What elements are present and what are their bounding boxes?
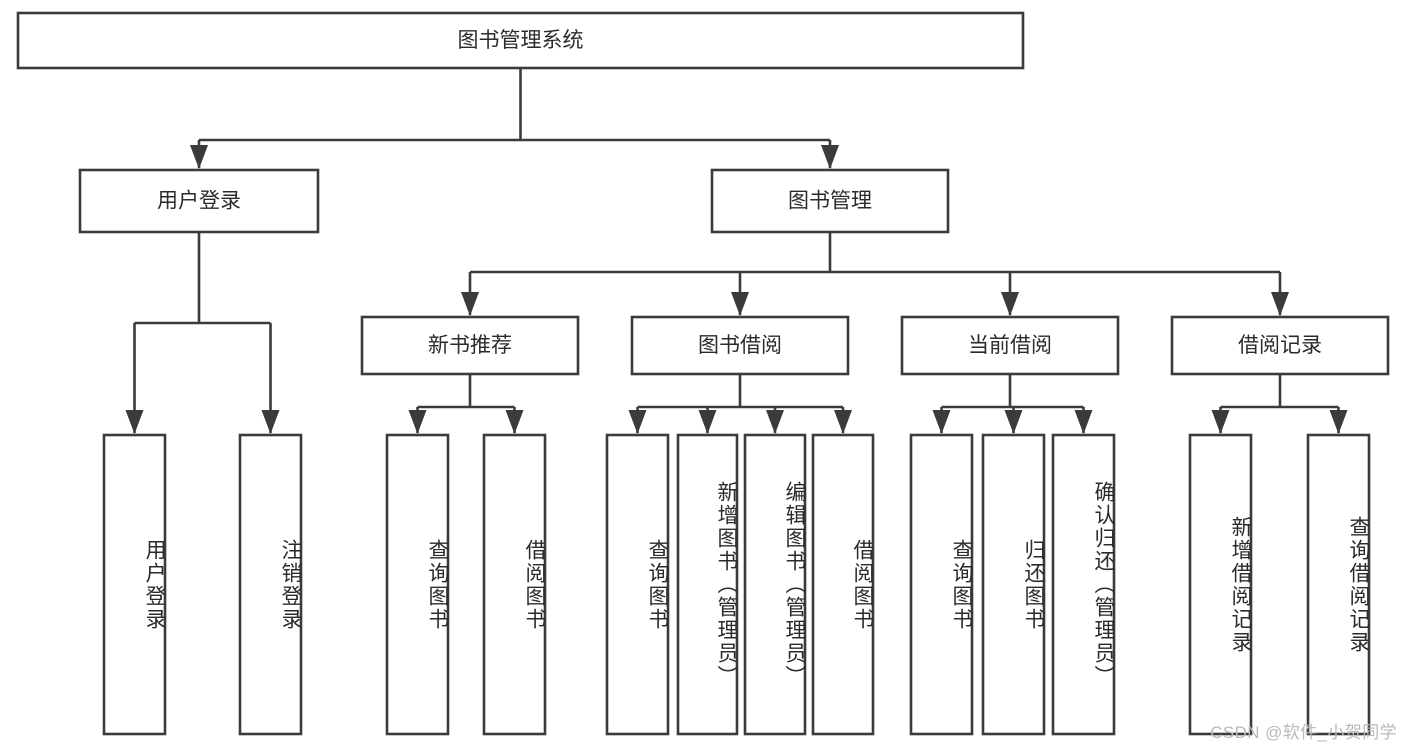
arrow-head-icon-leaf-bb-add: [698, 410, 717, 434]
arrow-head-icon-leaf-nb-query: [408, 410, 427, 434]
node-box-book-borrow[interactable]: [630, 315, 850, 376]
arrow-head-icon-leaf-br-query: [1329, 410, 1348, 434]
node-label-new-book-recommend: 新书推荐: [428, 334, 512, 357]
arrow-head-icon-leaf-cb-query: [932, 410, 951, 434]
node-label-root: 图书管理系统: [458, 29, 584, 52]
arrow-head-icon-leaf-nb-borrow: [505, 410, 524, 434]
connector-layer: [125, 68, 1348, 434]
node-label-user-login: 用户登录: [157, 190, 241, 213]
arrow-head-icon-leaf-cb-confirm: [1074, 410, 1093, 434]
node-box-leaf-cb-query[interactable]: [909, 433, 974, 736]
arrow-head-icon-leaf-user-logout: [261, 410, 280, 434]
node-box-leaf-cb-confirm[interactable]: [1051, 433, 1116, 736]
arrow-head-icon-new-book-recommend: [461, 292, 479, 316]
node-box-leaf-br-add[interactable]: [1188, 433, 1253, 736]
node-box-layer: [16, 11, 1390, 736]
node-box-leaf-bb-query[interactable]: [605, 433, 670, 736]
node-box-leaf-cb-return[interactable]: [981, 433, 1046, 736]
node-box-leaf-bb-edit[interactable]: [743, 433, 807, 736]
node-box-leaf-user-logout[interactable]: [238, 433, 303, 736]
node-label-book-borrow: 图书借阅: [698, 334, 782, 357]
node-box-book-management[interactable]: [710, 168, 950, 234]
node-label-borrow-records: 借阅记录: [1238, 334, 1322, 357]
arrow-head-icon-leaf-br-add: [1211, 410, 1230, 434]
node-label-current-borrow: 当前借阅: [968, 334, 1052, 357]
node-box-leaf-bb-add[interactable]: [676, 433, 739, 736]
node-box-leaf-nb-borrow[interactable]: [482, 433, 547, 736]
watermark: CSDN @软件_小贺同学: [1210, 723, 1397, 742]
node-box-new-book-recommend[interactable]: [360, 315, 580, 376]
arrow-head-icon-current-borrow: [1001, 292, 1019, 316]
node-box-borrow-records[interactable]: [1170, 315, 1390, 376]
arrow-head-icon-leaf-user-login: [125, 410, 144, 434]
node-box-leaf-nb-query[interactable]: [385, 433, 450, 736]
node-box-leaf-user-login[interactable]: [102, 433, 167, 736]
node-box-leaf-br-query[interactable]: [1306, 433, 1371, 736]
arrow-head-icon-leaf-bb-query: [628, 410, 647, 434]
arrow-head-icon-book-borrow: [731, 292, 749, 316]
arrow-head-icon-leaf-cb-return: [1004, 410, 1023, 434]
arrow-head-icon-borrow-records: [1271, 292, 1289, 316]
arrow-head-icon-user-login: [190, 145, 208, 169]
arrow-head-icon-leaf-bb-edit: [766, 410, 784, 434]
node-box-root[interactable]: [16, 11, 1025, 70]
arrow-head-icon-leaf-bb-borrow: [834, 410, 852, 434]
node-label-book-management: 图书管理: [788, 190, 872, 213]
arrow-head-icon-book-management: [821, 145, 839, 169]
node-box-user-login[interactable]: [78, 168, 320, 234]
node-box-leaf-bb-borrow[interactable]: [811, 433, 875, 736]
node-box-current-borrow[interactable]: [900, 315, 1120, 376]
